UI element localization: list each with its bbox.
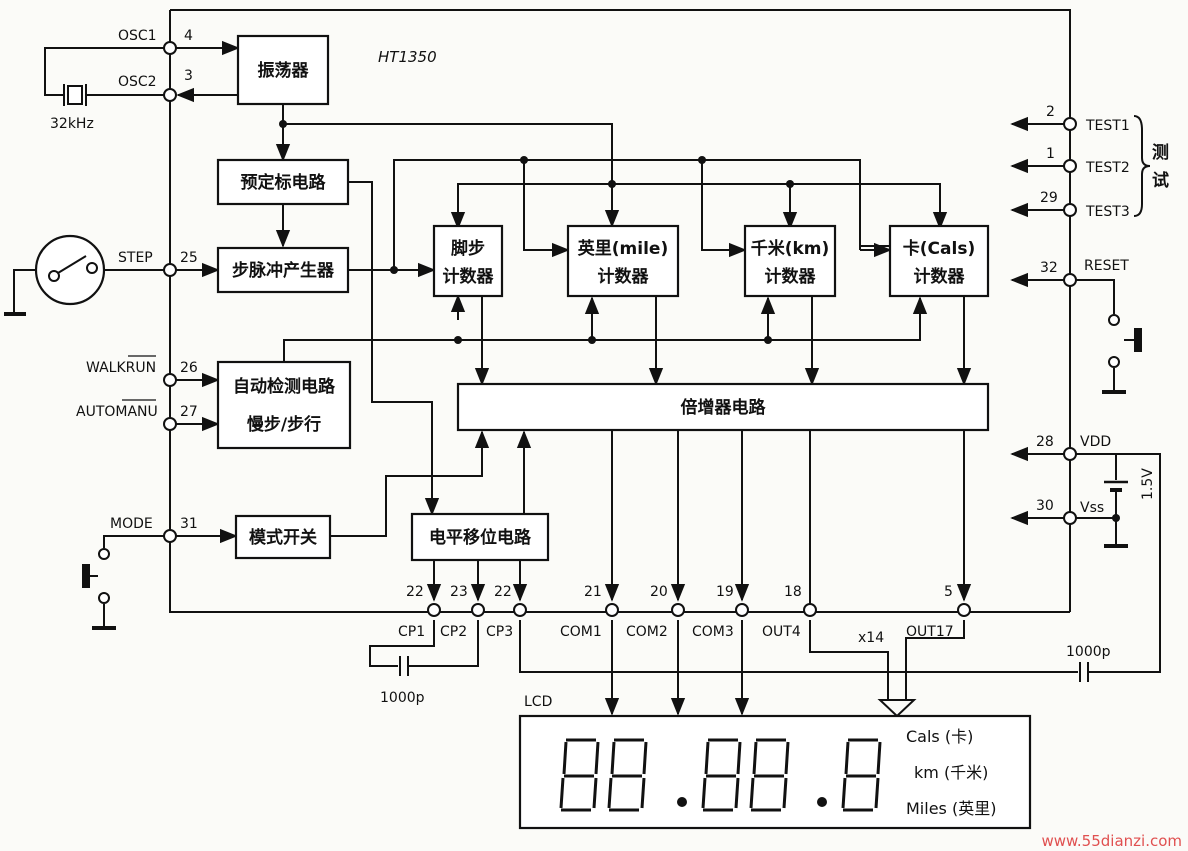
automanu-pin-number: 27	[180, 404, 198, 420]
oscillator-label: 振荡器	[258, 60, 310, 81]
out17-pin-label: OUT17	[906, 624, 954, 640]
reset-pin-number: 32	[1040, 260, 1058, 276]
prescaler-label: 预定标电路	[241, 172, 327, 193]
step-counter-label-2: 计数器	[443, 266, 495, 287]
step-switch	[4, 234, 170, 316]
mode-switch	[82, 535, 170, 630]
mile-counter-label-1: 英里(mile)	[578, 238, 668, 259]
vdd-pin-label: VDD	[1080, 434, 1111, 450]
step-counter-label-1: 脚步	[451, 238, 485, 259]
cp1-pin-label: CP1	[398, 624, 425, 640]
mode-switch-label: 模式开关	[249, 527, 317, 548]
auto-detect-label-2: 慢步/步行	[247, 414, 321, 435]
cap-right-label: 1000p	[1066, 644, 1111, 660]
automanu-pin-label: AUTOMANU	[76, 404, 158, 420]
reset-pin-label: RESET	[1084, 258, 1129, 274]
chip-name: HT1350	[378, 48, 437, 66]
oscillator-block	[236, 34, 330, 106]
vdd-pin-number: 28	[1036, 434, 1054, 450]
com1-pin-label: COM1	[560, 624, 602, 640]
x14-label: x14	[858, 630, 884, 646]
vss-pin-number: 30	[1036, 498, 1054, 514]
test3-pin-number: 29	[1040, 190, 1058, 206]
lcd-km-label: km (千米)	[914, 763, 988, 782]
step-counter-block	[432, 224, 504, 298]
cp2-pin-label: CP2	[440, 624, 467, 640]
multiplier-label: 倍增器电路	[681, 397, 767, 418]
walkrun-pin-number: 26	[180, 360, 198, 376]
crystal-label: 32kHz	[50, 116, 94, 132]
out17-pin-number: 5	[944, 584, 953, 600]
vss-pin-label: Vss	[1080, 500, 1104, 516]
test-label-2: 试	[1152, 171, 1169, 191]
test1-pin-label: TEST1	[1085, 118, 1130, 134]
cal-counter-label-2: 计数器	[914, 266, 966, 287]
crystal-circuit	[44, 47, 170, 106]
out4-pin-number: 18	[784, 584, 802, 600]
test2-pin-label: TEST2	[1085, 160, 1130, 176]
lcd-cals-label: Cals (卡)	[906, 727, 973, 746]
cal-counter-block	[888, 224, 990, 298]
mile-counter-label-2: 计数器	[598, 266, 650, 287]
pin-terminals	[163, 41, 1077, 617]
watermark: www.55dianzi.com	[1041, 832, 1182, 850]
test2-pin-number: 1	[1046, 146, 1055, 162]
junctions	[279, 120, 1120, 522]
osc1-pin-label: OSC1	[118, 28, 157, 44]
cp3-pin-label: CP3	[486, 624, 513, 640]
lcd-digits	[559, 738, 882, 812]
com3-pin-number: 19	[716, 584, 734, 600]
km-counter-label-2: 计数器	[765, 266, 817, 287]
cp3-pin-number: 22	[494, 584, 512, 600]
com1-pin-number: 21	[584, 584, 602, 600]
km-counter-block	[743, 224, 837, 298]
com3-pin-label: COM3	[692, 624, 734, 640]
com2-pin-number: 20	[650, 584, 668, 600]
multiplier-block	[456, 382, 990, 432]
km-counter-label-1: 千米(km)	[751, 238, 830, 259]
cal-counter-label-1: 卡(Cals)	[903, 238, 975, 259]
osc2-pin-label: OSC2	[118, 74, 157, 90]
auto-detect-block	[216, 360, 352, 450]
step-pin-number: 25	[180, 250, 198, 266]
osc2-pin-number: 3	[184, 68, 193, 84]
test3-pin-label: TEST3	[1085, 204, 1130, 220]
frame-wires	[169, 9, 1071, 613]
level-shift-block	[410, 512, 550, 562]
osc1-pin-number: 4	[184, 28, 193, 44]
cap-left-label: 1000p	[380, 690, 425, 706]
test1-pin-number: 2	[1046, 104, 1055, 120]
mile-counter-block	[566, 224, 680, 298]
walkrun-pin-label: WALKRUN	[86, 360, 156, 376]
mode-pin-label: MODE	[110, 516, 153, 532]
cp1-pin-number: 22	[406, 584, 424, 600]
auto-detect-label-1: 自动检测电路	[233, 376, 336, 397]
reset-switch	[1070, 279, 1142, 394]
battery-label: 1.5V	[1140, 468, 1156, 500]
mode-switch-block	[234, 514, 332, 560]
out4-pin-label: OUT4	[762, 624, 801, 640]
step-pulse-label: 步脉冲产生器	[232, 260, 335, 281]
test-label-1: 测	[1152, 142, 1169, 163]
mode-pin-number: 31	[180, 516, 198, 532]
cp2-pin-number: 23	[450, 584, 468, 600]
step-pin-label: STEP	[118, 250, 153, 266]
battery	[1070, 453, 1128, 548]
level-shift-label: 电平移位电路	[429, 527, 532, 548]
step-pulse-block	[216, 246, 350, 294]
lcd-miles-label: Miles (英里)	[906, 799, 996, 818]
lcd-label: LCD	[524, 694, 552, 710]
com2-pin-label: COM2	[626, 624, 668, 640]
